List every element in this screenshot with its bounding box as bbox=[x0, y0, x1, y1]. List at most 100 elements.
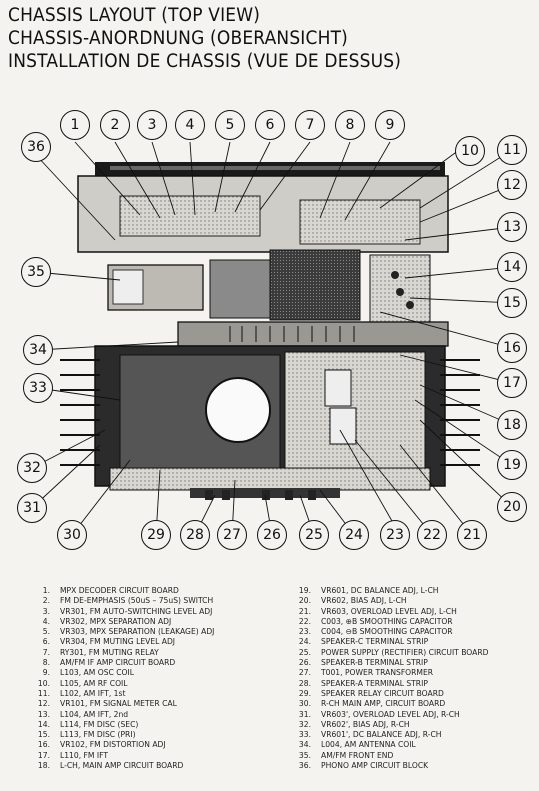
legend-item: 17. L110, FM IFT bbox=[35, 751, 214, 761]
legend-number: 1. bbox=[42, 586, 50, 595]
legend-number: 23. bbox=[298, 627, 311, 637]
callout-25: 25 bbox=[299, 520, 329, 550]
callout-27: 27 bbox=[217, 520, 247, 550]
legend-number: 2. bbox=[42, 596, 50, 606]
callout-32: 32 bbox=[17, 453, 47, 483]
legend-text: L110, FM IFT bbox=[60, 750, 108, 760]
legend-number: 3. bbox=[42, 606, 50, 616]
callout-6: 6 bbox=[255, 110, 285, 140]
chassis-drawing bbox=[31, 141, 513, 536]
legend-text: VR603, OVERLOAD LEVEL ADJ, L-CH bbox=[321, 606, 457, 616]
callout-23: 23 bbox=[380, 520, 410, 550]
title-german: CHASSIS-ANORDNUNG (OBERANSICHT) bbox=[8, 28, 348, 49]
legend-number: 32. bbox=[298, 719, 311, 729]
legend-item: 27.T001, POWER TRANSFORMER bbox=[296, 668, 488, 678]
legend-number: 9. bbox=[42, 668, 50, 678]
legend-text: L102, AM IFT, 1st bbox=[60, 688, 126, 698]
legend-text: L114, FM DISC (SEC) bbox=[60, 719, 139, 729]
legend-item: 4.VR302, MPX SEPARATION ADJ bbox=[35, 617, 214, 627]
legend-item: 14. L114, FM DISC (SEC) bbox=[35, 720, 214, 730]
legend-item: 19.VR601, DC BALANCE ADJ, L-CH bbox=[296, 586, 488, 596]
legend-item: 2. FM DE-EMPHASIS (50uS – 75uS) SWITCH bbox=[35, 596, 214, 606]
legend-text: MPX DECODER CIRCUIT BOARD bbox=[60, 586, 179, 595]
legend-item: 30. R-CH MAIN AMP, CIRCUIT BOARD bbox=[296, 699, 488, 709]
legend-number: 34. bbox=[298, 740, 311, 750]
legend-item: 3.VR301, FM AUTO-SWITCHING LEVEL ADJ bbox=[35, 607, 214, 617]
legend-number: 36. bbox=[298, 761, 311, 771]
callout-34: 34 bbox=[23, 335, 53, 365]
legend-text: VR602', BIAS ADJ, R-CH bbox=[321, 719, 410, 729]
callout-3: 3 bbox=[137, 110, 167, 140]
legend-number: 25. bbox=[298, 647, 311, 657]
legend-number: 22. bbox=[298, 616, 311, 626]
callout-11: 11 bbox=[497, 135, 527, 165]
callout-5: 5 bbox=[215, 110, 245, 140]
callout-18: 18 bbox=[497, 410, 527, 440]
legend-text: L113, FM DISC (PRI) bbox=[60, 730, 136, 740]
legend-text: L104, AM IFT, 2nd bbox=[60, 709, 129, 719]
legend-text: VR303, MPX SEPARATION (LEAKAGE) ADJ bbox=[60, 627, 215, 637]
title-block: CHASSIS LAYOUT (TOP VIEW) CHASSIS-ANORDN… bbox=[8, 4, 435, 73]
legend-text: C003, ⊕B SMOOTHING CAPACITOR bbox=[321, 616, 453, 626]
legend-number: 28. bbox=[298, 678, 311, 688]
callout-36: 36 bbox=[21, 132, 51, 162]
callout-24: 24 bbox=[339, 520, 369, 550]
legend-number: 20. bbox=[298, 596, 311, 606]
legend-text: PHONO AMP CIRCUIT BLOCK bbox=[321, 761, 429, 771]
legend-item: 36. PHONO AMP CIRCUIT BLOCK bbox=[296, 761, 488, 771]
legend-text: VR102, FM DISTORTION ADJ bbox=[60, 740, 166, 750]
legend-text: SPEAKER-A TERMINAL STRIP bbox=[321, 678, 428, 688]
callout-2: 2 bbox=[100, 110, 130, 140]
legend-item: 25. POWER SUPPLY (RECTIFIER) CIRCUIT BOAR… bbox=[296, 647, 489, 658]
callout-35: 35 bbox=[21, 257, 51, 287]
callout-17: 17 bbox=[497, 368, 527, 398]
legend-text: VR603', OVERLOAD LEVEL ADJ, R-CH bbox=[321, 709, 460, 719]
legend-number: 8. bbox=[42, 658, 50, 668]
legend-text: C004, ⊖B SMOOTHING CAPACITOR bbox=[321, 627, 453, 637]
legend-text: L-CH, MAIN AMP CIRCUIT BOARD bbox=[60, 761, 184, 771]
legend-text: POWER SUPPLY (RECTIFIER) CIRCUIT BOARD bbox=[321, 647, 489, 657]
legend-item: 20. VR602, BIAS ADJ, L-CH bbox=[296, 596, 488, 606]
legend-text: AM/FM FRONT END bbox=[321, 750, 394, 760]
legend-text: VR304, FM MUTING LEVEL ADJ bbox=[60, 637, 176, 647]
legend-text: FM DE-EMPHASIS (50uS – 75uS) SWITCH bbox=[60, 596, 214, 606]
legend-item: 35.AM/FM FRONT END bbox=[296, 751, 488, 761]
callout-10: 10 bbox=[455, 136, 485, 166]
legend-number: 19. bbox=[298, 586, 311, 595]
legend-item: 31. VR603', OVERLOAD LEVEL ADJ, R-CH bbox=[296, 710, 488, 720]
legend-text: VR602, BIAS ADJ, L-CH bbox=[321, 596, 407, 606]
legend-item: 22. C003, ⊕B SMOOTHING CAPACITOR bbox=[296, 617, 488, 627]
legend-text: L103, AM OSC COIL bbox=[60, 668, 134, 678]
legend-number: 17. bbox=[37, 750, 50, 760]
legend-item: 26.SPEAKER-B TERMINAL STRIP bbox=[296, 658, 488, 668]
legend-number: 29. bbox=[298, 688, 311, 698]
legend-right: 19.VR601, DC BALANCE ADJ, L-CH 20. VR602,… bbox=[296, 586, 489, 771]
callout-14: 14 bbox=[497, 252, 527, 282]
legend-number: 4. bbox=[42, 616, 50, 626]
legend-text: L105, AM RF COIL bbox=[60, 678, 128, 688]
legend-number: 31. bbox=[298, 709, 311, 719]
legend-number: 33. bbox=[298, 730, 311, 740]
legend-number: 16. bbox=[37, 740, 50, 750]
legend-number: 26. bbox=[298, 658, 311, 668]
legend-text: R-CH MAIN AMP, CIRCUIT BOARD bbox=[321, 699, 446, 709]
legend-number: 24. bbox=[298, 637, 311, 647]
chassis-diagram: 1 2 3 4 5 6 7 8 9 10 11 12 13 14 15 16 1… bbox=[0, 100, 539, 580]
legend-item: 24.SPEAKER-C TERMINAL STRIP bbox=[296, 637, 488, 647]
legend-number: 30. bbox=[298, 699, 311, 709]
title-french: INSTALLATION DE CHASSIS (VUE DE DESSUS) bbox=[8, 51, 402, 72]
callout-16: 16 bbox=[497, 333, 527, 363]
callout-1: 1 bbox=[60, 110, 90, 140]
callout-20: 20 bbox=[497, 492, 527, 522]
legend-item: 33.VR601', DC BALANCE ADJ, R-CH bbox=[296, 730, 488, 740]
callout-7: 7 bbox=[295, 110, 325, 140]
legend-item: 11. L102, AM IFT, 1st bbox=[35, 689, 214, 699]
legend-number: 15. bbox=[37, 730, 50, 740]
legend-item: 21.VR603, OVERLOAD LEVEL ADJ, L-CH bbox=[296, 607, 488, 617]
legend-number: 6. bbox=[42, 637, 50, 647]
legend-number: 27. bbox=[298, 668, 311, 678]
legend-text: VR101, FM SIGNAL METER CAL bbox=[60, 699, 177, 709]
legend-number: 14. bbox=[37, 719, 50, 729]
legend-number: 11. bbox=[37, 688, 50, 698]
legend-text: L004, AM ANTENNA COIL bbox=[321, 740, 416, 750]
